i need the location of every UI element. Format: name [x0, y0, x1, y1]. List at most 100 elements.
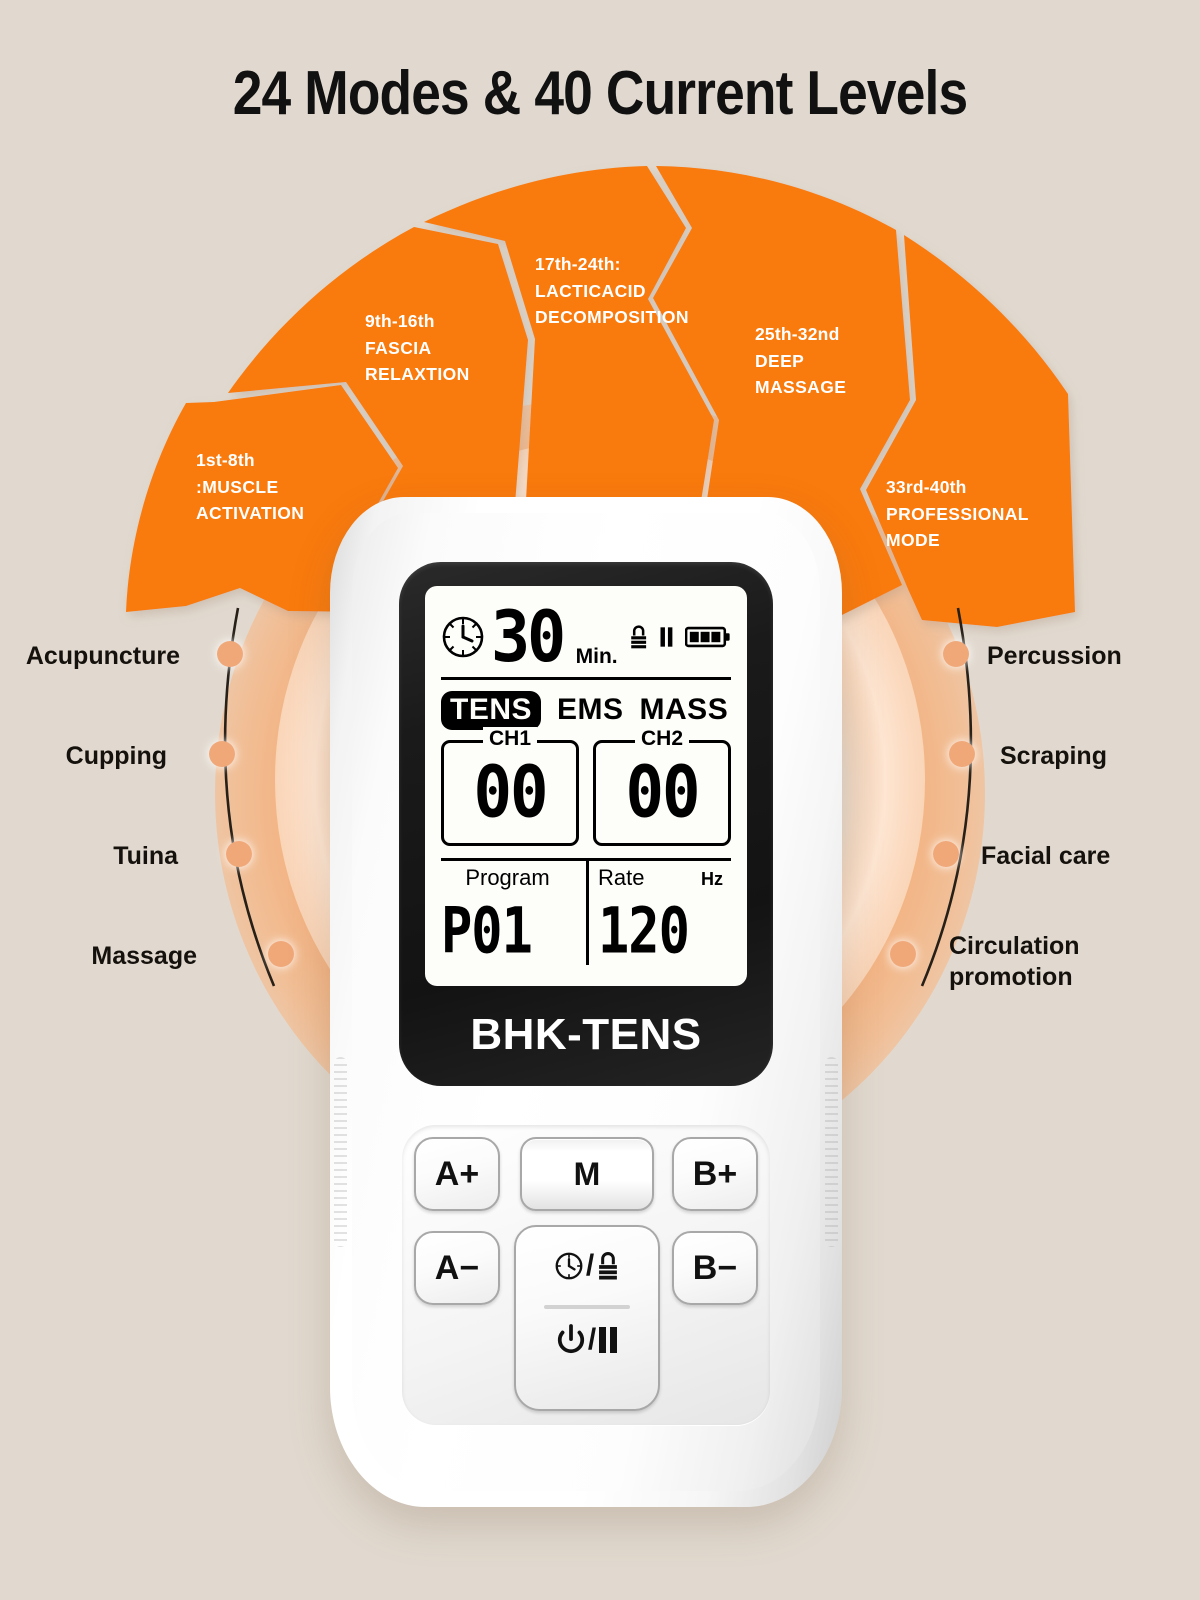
mode-segment-label-0: 1st-8th :MUSCLE ACTIVATION	[196, 447, 304, 527]
button-timer-lock-power[interactable]: / /	[514, 1225, 660, 1411]
feature-label-massage: Massage	[91, 941, 197, 972]
feature-label-text: Facial care	[981, 842, 1111, 870]
symbol-separator: /	[585, 1249, 595, 1282]
lcd-channel-1-box: 00	[441, 740, 579, 846]
lcd-channel-2: 00 CH2	[593, 727, 731, 846]
feature-label-cupping: Cupping	[66, 741, 167, 772]
feature-label-text: Percussion	[987, 642, 1122, 670]
lcd-screen: 30 Min.	[425, 586, 747, 986]
lcd-vertical-divider	[586, 861, 589, 965]
feature-label-circulation-promotion: Circulation promotion	[949, 931, 1080, 992]
keypad: A+ M B+ A− B−	[402, 1125, 770, 1425]
arc-dot-left-3[interactable]	[268, 941, 294, 967]
lcd-program-rate-row: Program P01 Rate Hz 120	[441, 861, 731, 968]
segment-line3-0: ACTIVATION	[196, 503, 305, 524]
button-a-minus[interactable]: A−	[414, 1231, 500, 1305]
feature-label-text: Circulation	[949, 932, 1080, 960]
arc-dots	[209, 641, 975, 967]
mode-segment-label-3: 25th-32nd DEEP MASSAGE	[755, 321, 846, 401]
device-brand-label: BHK-TENS	[470, 1010, 702, 1059]
arc-dot-left-1[interactable]	[209, 741, 235, 767]
lcd-channel-row: 00 CH1 00 CH2	[441, 727, 731, 846]
lcd-channel-2-value: 00	[625, 751, 700, 835]
lock-icon	[599, 1252, 618, 1280]
timer-lock-symbol-group: /	[554, 1249, 620, 1283]
arc-dot-right-1[interactable]	[949, 741, 975, 767]
lcd-rate-unit: Hz	[701, 869, 723, 889]
lcd-channel-1: 00 CH1	[441, 727, 579, 846]
pause-icon	[660, 627, 673, 647]
segment-range-1: 9th-16th	[365, 311, 435, 331]
button-mode[interactable]: M	[520, 1137, 654, 1211]
feature-label-text-line2: promotion	[949, 962, 1073, 991]
page-title: 24 Modes & 40 Current Levels	[232, 59, 968, 128]
clock-icon	[442, 616, 484, 658]
segment-line3-3: MASSAGE	[755, 377, 847, 398]
lcd-mode-row: TENS EMS MASS	[441, 688, 731, 732]
arc-dot-right-0[interactable]	[943, 641, 969, 667]
lcd-rate-value: 120	[598, 895, 690, 969]
mode-segment-2[interactable]	[424, 166, 714, 586]
segment-range-2: 17th-24th:	[535, 254, 621, 274]
lcd-channel-2-box: 00	[593, 740, 731, 846]
button-b-minus[interactable]: B−	[672, 1231, 758, 1305]
feature-label-text: Scraping	[1000, 742, 1107, 770]
lcd-divider-bottom	[441, 858, 731, 861]
segment-line2-2: LACTICACID	[535, 280, 646, 301]
feature-label-percussion: Percussion	[987, 641, 1122, 672]
lcd-channel-1-value: 00	[473, 751, 548, 835]
lcd-program-value: P01	[441, 895, 533, 969]
segment-line3-4: MODE	[886, 530, 941, 551]
clock-icon	[555, 1252, 583, 1280]
feature-label-text: Massage	[91, 942, 197, 970]
feature-label-text: Tuina	[113, 842, 178, 870]
feature-label-text: Acupuncture	[25, 642, 180, 670]
power-pause-symbol-group: /	[556, 1323, 618, 1357]
mode-segment-label-1: 9th-16th FASCIA RELAXTION	[365, 308, 470, 388]
arc-dot-left-2[interactable]	[226, 841, 252, 867]
lock-icon	[630, 625, 646, 649]
battery-icon	[684, 626, 730, 648]
lcd-program-head: Program	[441, 865, 574, 891]
lcd-channel-2-label: CH2	[634, 727, 690, 751]
lcd-rate-block: Rate Hz 120	[584, 865, 731, 968]
display-bezel: 30 Min.	[399, 562, 773, 1086]
mode-segment-0[interactable]	[126, 385, 398, 612]
feature-label-text: Cupping	[65, 742, 167, 770]
feature-label-tuina: Tuina	[113, 841, 178, 872]
segment-line2-3: DEEP	[755, 350, 805, 371]
lcd-timer-unit: Min.	[575, 645, 618, 668]
symbol-separator: /	[587, 1323, 597, 1356]
segment-line2-1: FASCIA	[365, 337, 432, 358]
segment-range-4: 33rd-40th	[886, 477, 967, 497]
mode-segment-4[interactable]	[866, 235, 1075, 627]
segment-range-3: 25th-32nd	[755, 324, 840, 344]
lcd-divider-top	[441, 677, 731, 680]
segment-line2-0: :MUSCLE	[196, 476, 279, 497]
segment-range-0: 1st-8th	[196, 450, 255, 470]
mode-segment-ring	[126, 166, 1075, 627]
lcd-timer-value: 30	[491, 594, 566, 679]
button-b-plus[interactable]: B+	[672, 1137, 758, 1211]
feature-label-scraping: Scraping	[1000, 741, 1107, 772]
button-a-plus[interactable]: A+	[414, 1137, 500, 1211]
grip-ridges-left	[334, 1057, 347, 1247]
mode-segment-label-2: 17th-24th: LACTICACID DECOMPOSITION	[535, 251, 689, 331]
lcd-program-label: Program	[465, 865, 550, 890]
arc-dot-right-2[interactable]	[933, 841, 959, 867]
lcd-mode-ems[interactable]: EMS	[557, 693, 624, 726]
segment-line3-2: DECOMPOSITION	[535, 307, 689, 328]
arc-dot-right-3[interactable]	[890, 941, 916, 967]
segment-line3-1: RELAXTION	[365, 364, 470, 385]
segment-line2-4: PROFESSIONAL	[886, 503, 1029, 524]
lcd-mode-tens[interactable]: TENS	[441, 690, 542, 730]
lcd-rate-label: Rate	[598, 865, 645, 890]
lcd-status-row: 30 Min.	[441, 600, 731, 674]
mode-segment-label-4: 33rd-40th PROFESSIONAL MODE	[886, 474, 1029, 554]
lcd-mode-mass[interactable]: MASS	[639, 693, 729, 726]
right-guide-arc	[920, 607, 973, 987]
arc-dot-left-0[interactable]	[217, 641, 243, 667]
feature-label-acupuncture: Acupuncture	[26, 641, 180, 672]
